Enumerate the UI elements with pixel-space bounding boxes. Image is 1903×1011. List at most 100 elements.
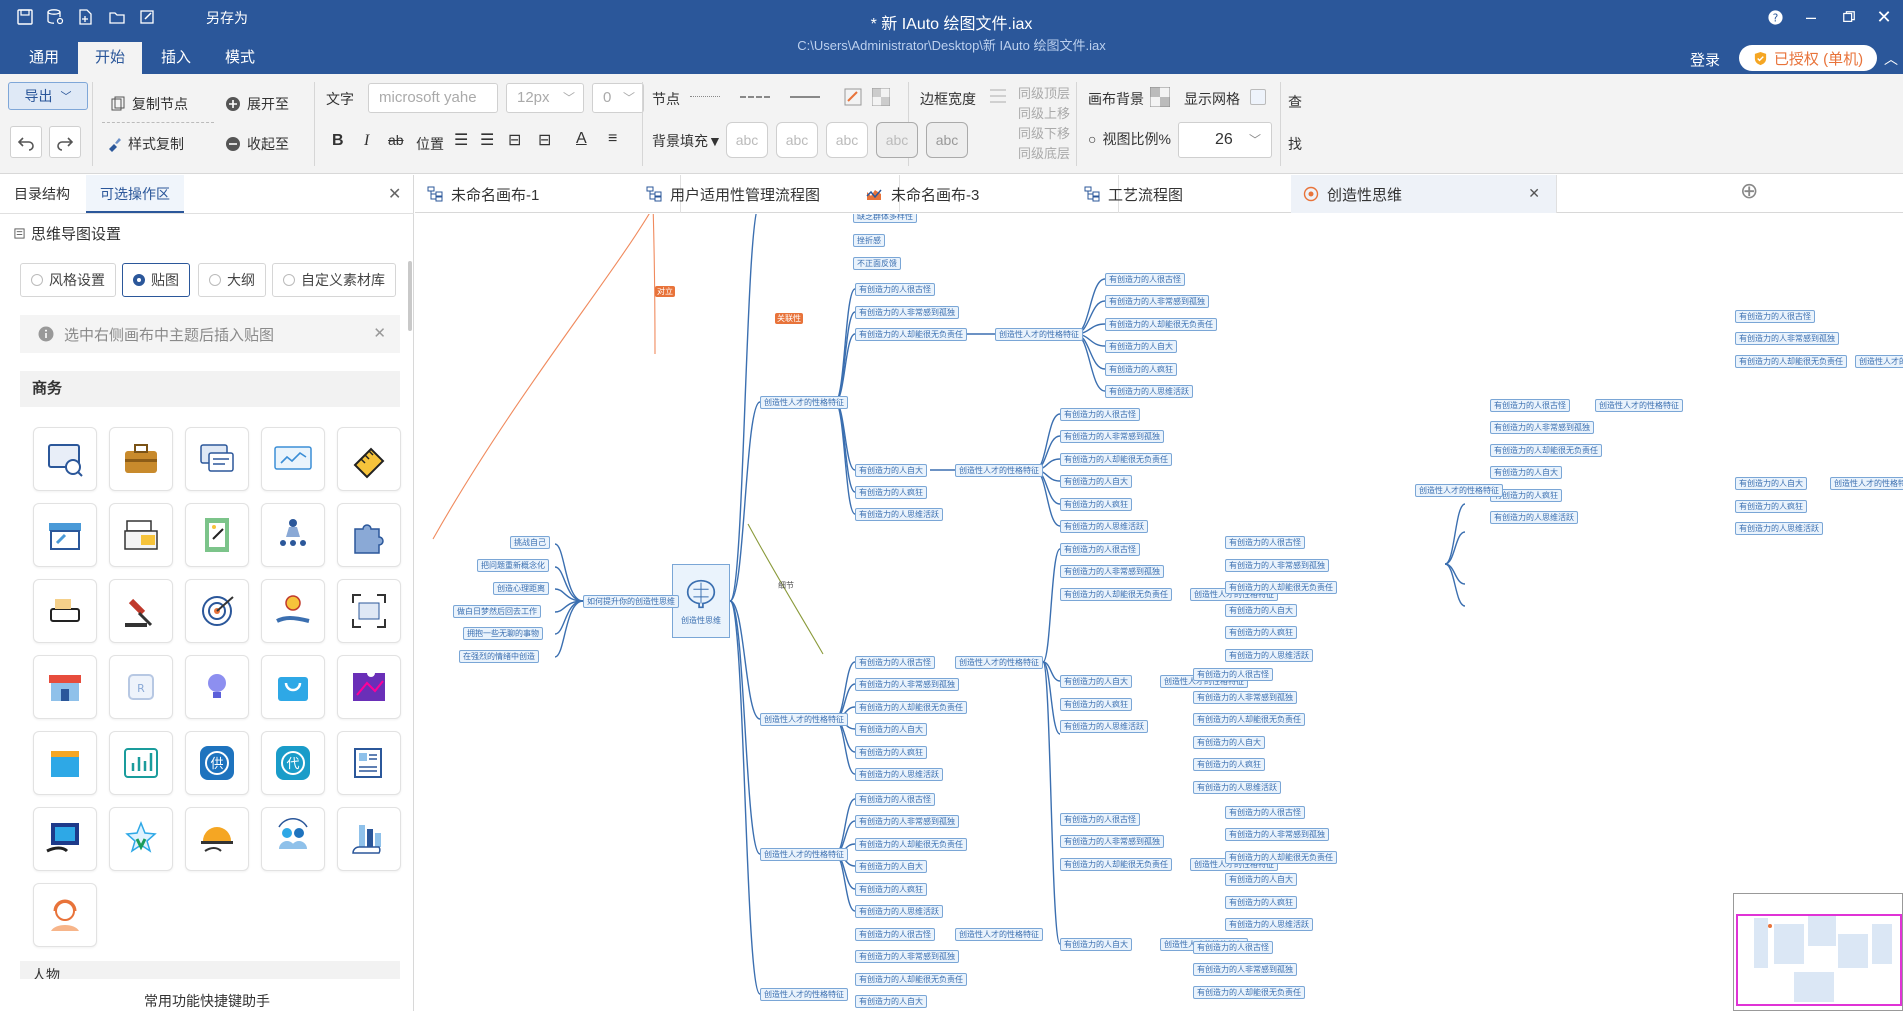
add-tab-icon[interactable]: ⊕ xyxy=(1740,178,1759,203)
doc-tab-5[interactable]: 创造性思维 ✕ xyxy=(1291,175,1557,213)
trait-node[interactable]: 有创造力的人很古怪 xyxy=(1105,273,1185,286)
puzzle-icon[interactable] xyxy=(337,503,401,567)
strikethrough-icon[interactable]: ab xyxy=(388,132,404,148)
trait-node[interactable]: 有创造力的人非常感到孤独 xyxy=(1060,565,1164,578)
trait-node[interactable]: 有创造力的人自大 xyxy=(1735,477,1807,490)
branch-node[interactable]: 创造性人才的性格特征 xyxy=(955,464,1043,477)
doc-tab-3[interactable]: 未命名画布-3 xyxy=(853,175,1119,213)
collapse-ribbon-icon[interactable]: ︿ xyxy=(1884,51,1898,67)
bg-fill-swatch-5[interactable]: abc xyxy=(926,122,968,158)
bg-fill-swatch-2[interactable]: abc xyxy=(776,122,818,158)
sign-icon[interactable] xyxy=(33,579,97,643)
trait-node[interactable]: 有创造力的人思维活跃 xyxy=(1225,649,1313,662)
trait-node[interactable]: 有创造力的人非常感到孤独 xyxy=(1490,421,1594,434)
trait-node[interactable]: 有创造力的人很古怪 xyxy=(1490,399,1570,412)
minimap-viewport[interactable] xyxy=(1736,914,1902,1006)
branch-node[interactable]: 创造性人才的性格特征 xyxy=(995,328,1083,341)
central-topic-node[interactable]: 创造性思维 xyxy=(672,564,730,638)
trait-node[interactable]: 有创造力的人很古怪 xyxy=(1193,668,1273,681)
trait-node[interactable]: 有创造力的人自大 xyxy=(855,723,927,736)
branch-node[interactable]: 创造性人才的性格特征 xyxy=(1595,399,1683,412)
top-item-node[interactable]: 缺乏群体多样性 xyxy=(853,214,917,223)
bg-fill-swatch-3[interactable]: abc xyxy=(826,122,868,158)
trait-node[interactable]: 有创造力的人思维活跃 xyxy=(1060,720,1148,733)
bill-icon[interactable] xyxy=(337,731,401,795)
trait-node[interactable]: 有创造力的人疯狂 xyxy=(1060,698,1132,711)
radio-style-settings[interactable]: 风格设置 xyxy=(20,263,116,297)
trait-node[interactable]: 有创造力的人疯狂 xyxy=(855,746,927,759)
trait-node[interactable]: 有创造力的人却能很无负责任 xyxy=(1735,355,1847,368)
menu-tab-start[interactable]: 开始 xyxy=(78,42,142,74)
close-window-icon[interactable]: ✕ xyxy=(1876,6,1892,27)
trait-node[interactable]: 有创造力的人却能很无负责任 xyxy=(1060,453,1172,466)
trait-node[interactable]: 有创造力的人思维活跃 xyxy=(1490,511,1578,524)
trait-node[interactable]: 有创造力的人却能很无负责任 xyxy=(1060,588,1172,601)
team-sync-icon[interactable] xyxy=(261,807,325,871)
top-item-node[interactable]: 挫折感 xyxy=(853,234,885,247)
scan-frame-icon[interactable] xyxy=(337,579,401,643)
customer-service-icon[interactable] xyxy=(33,883,97,947)
license-badge[interactable]: 已授权 (单机) xyxy=(1739,45,1877,71)
trait-node[interactable]: 有创造力的人自大 xyxy=(1060,475,1132,488)
trait-node[interactable]: 有创造力的人很古怪 xyxy=(1193,941,1273,954)
trait-node[interactable]: 有创造力的人很古怪 xyxy=(1060,813,1140,826)
category-business[interactable]: 商务 xyxy=(20,371,400,407)
trait-node[interactable]: 有创造力的人非常感到孤独 xyxy=(855,678,959,691)
trait-node[interactable]: 有创造力的人非常感到孤独 xyxy=(855,815,959,828)
login-button[interactable]: 登录 xyxy=(1690,52,1721,69)
menu-tab-general[interactable]: 通用 xyxy=(28,49,59,66)
trait-node[interactable]: 有创造力的人却能很无负责任 xyxy=(1105,318,1217,331)
trait-node[interactable]: 有创造力的人疯狂 xyxy=(1735,500,1807,513)
target-icon[interactable] xyxy=(185,579,249,643)
trait-node[interactable]: 有创造力的人非常感到孤独 xyxy=(855,950,959,963)
trait-node[interactable]: 有创造力的人自大 xyxy=(1193,736,1265,749)
checker-fill-icon[interactable] xyxy=(871,87,891,107)
data-screen-icon[interactable] xyxy=(261,427,325,491)
left-item-node[interactable]: 挑战自己 xyxy=(510,536,550,549)
chat-card-icon[interactable] xyxy=(185,427,249,491)
trait-node[interactable]: 有创造力的人很古怪 xyxy=(855,928,935,941)
trait-node[interactable]: 有创造力的人却能很无负责任 xyxy=(1490,444,1602,457)
left-item-node[interactable]: 做白日梦然后回去工作 xyxy=(453,605,541,618)
award-hand-icon[interactable] xyxy=(261,579,325,643)
trait-node[interactable]: 有创造力的人非常感到孤独 xyxy=(1225,559,1329,572)
trait-node[interactable]: 有创造力的人自大 xyxy=(855,860,927,873)
service-tray-icon[interactable] xyxy=(185,807,249,871)
font-color-icon[interactable]: A xyxy=(576,130,587,147)
file-stack-icon[interactable] xyxy=(33,731,97,795)
trait-node[interactable]: 有创造力的人疯狂 xyxy=(855,883,927,896)
trait-node[interactable]: 有创造力的人却能很无负责任 xyxy=(1060,858,1172,871)
online-monitor-icon[interactable] xyxy=(33,427,97,491)
trait-node[interactable]: 有创造力的人自大 xyxy=(855,464,927,477)
redo-button[interactable] xyxy=(49,126,81,158)
bold-icon[interactable]: B xyxy=(332,132,344,149)
cash-register-icon[interactable] xyxy=(109,503,173,567)
trait-node[interactable]: 有创造力的人却能很无负责任 xyxy=(855,838,967,851)
find-label-2[interactable]: 找 xyxy=(1288,136,1302,152)
close-tab-icon[interactable]: ✕ xyxy=(1528,185,1540,201)
trait-node[interactable]: 有创造力的人疯狂 xyxy=(1225,896,1297,909)
auction-hammer-icon[interactable] xyxy=(109,579,173,643)
tab-operation-area[interactable]: 可选操作区 xyxy=(86,175,184,213)
trait-node[interactable]: 有创造力的人自大 xyxy=(1060,675,1132,688)
new-file-icon[interactable] xyxy=(74,6,96,28)
solid-line-style[interactable] xyxy=(790,96,820,98)
left-item-node[interactable]: 创造心理距离 xyxy=(493,582,549,595)
text-align-icon[interactable]: ≡ xyxy=(608,130,618,147)
category-people[interactable]: 人物 xyxy=(20,961,400,979)
same-level-down-button[interactable]: 同级下移 xyxy=(1018,126,1071,141)
trait-node[interactable]: 有创造力的人非常感到孤独 xyxy=(1735,332,1839,345)
trait-node[interactable]: 有创造力的人却能很无负责任 xyxy=(855,701,967,714)
supply-badge-icon[interactable]: 供 xyxy=(185,731,249,795)
rfid-icon[interactable]: R xyxy=(109,655,173,719)
trait-node[interactable]: 有创造力的人很古怪 xyxy=(1225,536,1305,549)
relation-tag-opposite[interactable]: 对立 xyxy=(655,286,675,297)
tab-outline-structure[interactable]: 目录结构 xyxy=(14,186,70,202)
trait-node[interactable]: 有创造力的人却能很无负责任 xyxy=(1193,713,1305,726)
trait-node[interactable]: 有创造力的人自大 xyxy=(1490,466,1562,479)
shop-icon[interactable] xyxy=(33,655,97,719)
expand-to-button[interactable]: 展开至 xyxy=(225,94,289,114)
top-item-node[interactable]: 不正面反馈 xyxy=(853,257,901,270)
trait-node[interactable]: 有创造力的人却能很无负责任 xyxy=(855,328,967,341)
dashed-line-style[interactable] xyxy=(740,96,770,98)
